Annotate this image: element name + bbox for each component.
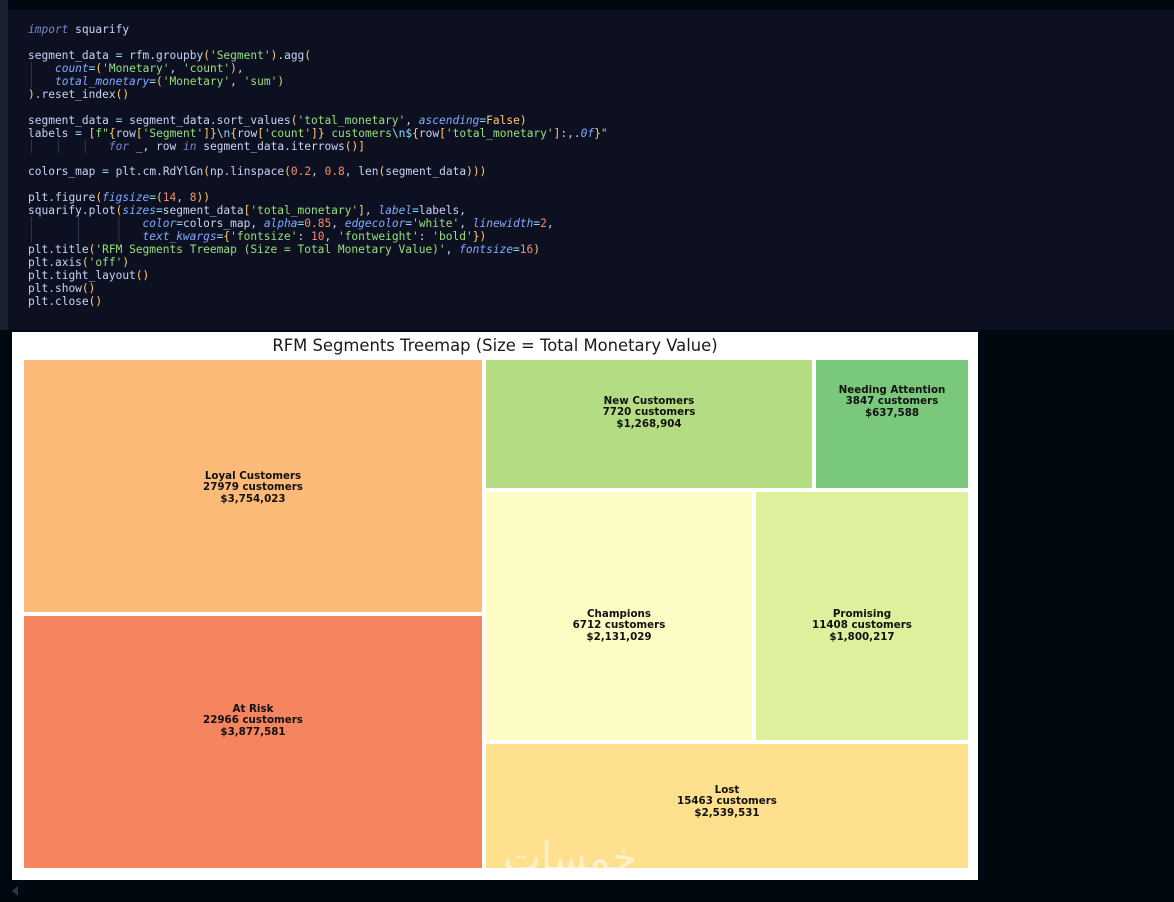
treemap-tile: New Customers 7720 customers $1,268,904 (484, 358, 814, 490)
code-line: plt.close() (28, 295, 103, 309)
code-line: segment_data = rfm.groupby('Segment').ag… (28, 48, 312, 62)
code-line: plt.show() (28, 282, 96, 296)
treemap-tile-label: Promising 11408 customers $1,800,217 (812, 608, 912, 643)
code-line: plt.figure(figsize=(14, 8)) (28, 191, 211, 205)
treemap-tile: Lost 15463 customers $2,539,531 (484, 742, 970, 870)
treemap-tile-label: New Customers 7720 customers $1,268,904 (602, 395, 696, 430)
code-line: plt.title('RFM Segments Treemap (Size = … (28, 243, 541, 257)
treemap-tile-label: Loyal Customers 27979 customers $3,754,0… (203, 470, 303, 505)
code-line: plt.axis('off') (28, 256, 130, 270)
figure-output: RFM Segments Treemap (Size = Total Monet… (12, 332, 978, 880)
code-line: │ │ │ for _, row in segment_data.iterrow… (28, 139, 365, 153)
code-line: ).reset_index() (28, 87, 130, 101)
treemap-tile-label: Lost 15463 customers $2,539,531 (677, 784, 777, 819)
treemap-plot: Loyal Customers 27979 customers $3,754,0… (22, 358, 970, 870)
treemap-tile-label: Champions 6712 customers $2,131,029 (572, 608, 666, 643)
code-editor-surface[interactable]: import squarify segment_data = rfm.group… (8, 10, 1174, 330)
code-line: labels = [f"{row['Segment']}\n{row['coun… (28, 126, 608, 140)
treemap-tile: Promising 11408 customers $1,800,217 (754, 490, 970, 742)
horizontal-scroll-strip[interactable] (0, 880, 1174, 902)
treemap-tile: At Risk 22966 customers $3,877,581 (22, 614, 484, 870)
treemap-tile-label: At Risk 22966 customers $3,877,581 (203, 703, 303, 738)
treemap-tile: Champions 6712 customers $2,131,029 (484, 490, 754, 742)
treemap-tile-label: Needing Attention 3847 customers $637,58… (838, 384, 946, 419)
code-line: segment_data = segment_data.sort_values(… (28, 113, 527, 127)
code-line: │ count=('Monetary', 'count'), (28, 61, 244, 75)
code-line: squarify.plot(sizes=segment_data['total_… (28, 204, 466, 218)
cell-gutter-bar (0, 0, 8, 330)
code-line: │ │ │ color=colors_map, alpha=0.85, edge… (28, 217, 554, 231)
code-line: │ │ │ text_kwargs={'fontsize': 10, 'font… (28, 230, 487, 244)
notebook-code-cell[interactable]: import squarify segment_data = rfm.group… (0, 0, 1174, 330)
code-text[interactable]: import squarify segment_data = rfm.group… (28, 23, 608, 309)
code-line: │ total_monetary=('Monetary', 'sum') (28, 74, 285, 88)
scroll-left-arrow-icon[interactable] (12, 886, 18, 896)
treemap-tile: Loyal Customers 27979 customers $3,754,0… (22, 358, 484, 614)
code-line: import squarify (28, 23, 130, 36)
chart-title: RFM Segments Treemap (Size = Total Monet… (272, 336, 718, 355)
code-line: colors_map = plt.cm.RdYlGn(np.linspace(0… (28, 165, 487, 179)
code-line: plt.tight_layout() (28, 269, 150, 283)
treemap-tile: Needing Attention 3847 customers $637,58… (814, 358, 970, 490)
